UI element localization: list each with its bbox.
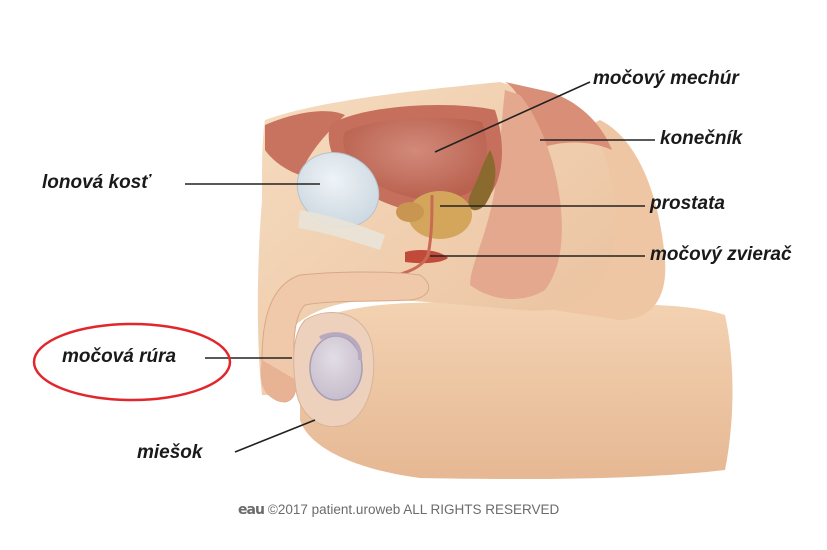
label-pubic-bone: lonová kosť [42,172,150,194]
label-urethra: močová rúra [62,346,176,368]
copyright-footer: eau ©2017 patient.uroweb ALL RIGHTS RESER… [238,502,559,518]
label-scrotum: miešok [137,442,202,464]
label-rectum: konečník [660,128,742,150]
label-prostate: prostata [650,193,725,215]
label-sphincter: močový zvierač [650,244,792,266]
copyright-text: ©2017 patient.uroweb ALL RIGHTS RESERVED [268,502,559,517]
testis [310,336,362,400]
leader-scrotum [235,420,315,452]
eau-logo: eau [238,502,264,518]
prostate-lobe [396,202,424,222]
label-bladder: močový mechúr [593,68,739,90]
